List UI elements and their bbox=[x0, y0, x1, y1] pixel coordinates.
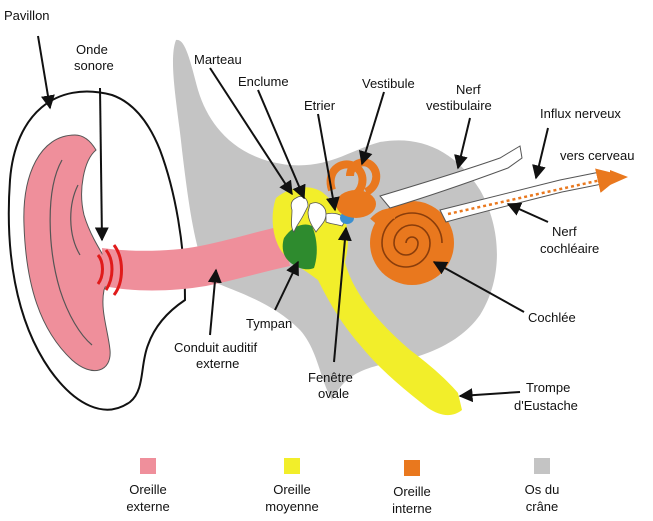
label-nerf-cochleaire-1: Nerf bbox=[552, 224, 577, 239]
label-tympan: Tympan bbox=[246, 316, 292, 331]
legend-swatch-skull bbox=[534, 458, 550, 474]
legend-line2-outer-ear: externe bbox=[126, 499, 169, 514]
label-conduit-2: externe bbox=[196, 356, 239, 371]
label-pavillon: Pavillon bbox=[4, 8, 50, 23]
label-influx-nerveux: Influx nerveux bbox=[540, 106, 621, 121]
label-trompe-2: d'Eustache bbox=[514, 398, 578, 413]
label-trompe-1: Trompe bbox=[526, 380, 570, 395]
label-nerf-cochleaire-2: cochléaire bbox=[540, 241, 599, 256]
legend-line2-skull: crâne bbox=[526, 499, 559, 514]
legend-swatch-middle-ear bbox=[284, 458, 300, 474]
legend-line2-inner-ear: interne bbox=[392, 501, 432, 516]
legend-item-middle-ear: Oreille moyenne bbox=[265, 458, 318, 514]
label-vestibule: Vestibule bbox=[362, 76, 415, 91]
label-enclume: Enclume bbox=[238, 74, 289, 89]
label-nerf-vestibulaire-2: vestibulaire bbox=[426, 98, 492, 113]
legend-line2-middle-ear: moyenne bbox=[265, 499, 318, 514]
label-fenetre-1: Fenêtre bbox=[308, 370, 353, 385]
legend-swatch-outer-ear bbox=[140, 458, 156, 474]
label-marteau: Marteau bbox=[194, 52, 242, 67]
legend-line1-outer-ear: Oreille bbox=[129, 482, 167, 497]
legend-line1-skull: Os du bbox=[525, 482, 560, 497]
label-conduit-1: Conduit auditif bbox=[174, 340, 257, 355]
label-onde-sonore-1: Onde bbox=[76, 42, 108, 57]
label-nerf-vestibulaire-1: Nerf bbox=[456, 82, 481, 97]
label-cochlee: Cochlée bbox=[528, 310, 576, 325]
legend-swatch-inner-ear bbox=[404, 460, 420, 476]
legend-line1-middle-ear: Oreille bbox=[273, 482, 311, 497]
label-etrier: Etrier bbox=[304, 98, 336, 113]
legend-item-outer-ear: Oreille externe bbox=[126, 458, 169, 514]
to-brain-arrowhead bbox=[610, 170, 628, 185]
legend-line1-inner-ear: Oreille bbox=[393, 484, 431, 499]
legend-item-skull: Os du crâne bbox=[525, 458, 560, 514]
label-onde-sonore-2: sonore bbox=[74, 58, 114, 73]
pinna bbox=[24, 135, 112, 371]
label-vers-cerveau: vers cerveau bbox=[560, 148, 634, 163]
legend-item-inner-ear: Oreille interne bbox=[392, 460, 432, 516]
legend: Oreille externe Oreille moyenne Oreille … bbox=[126, 458, 559, 516]
label-fenetre-2: ovale bbox=[318, 386, 349, 401]
